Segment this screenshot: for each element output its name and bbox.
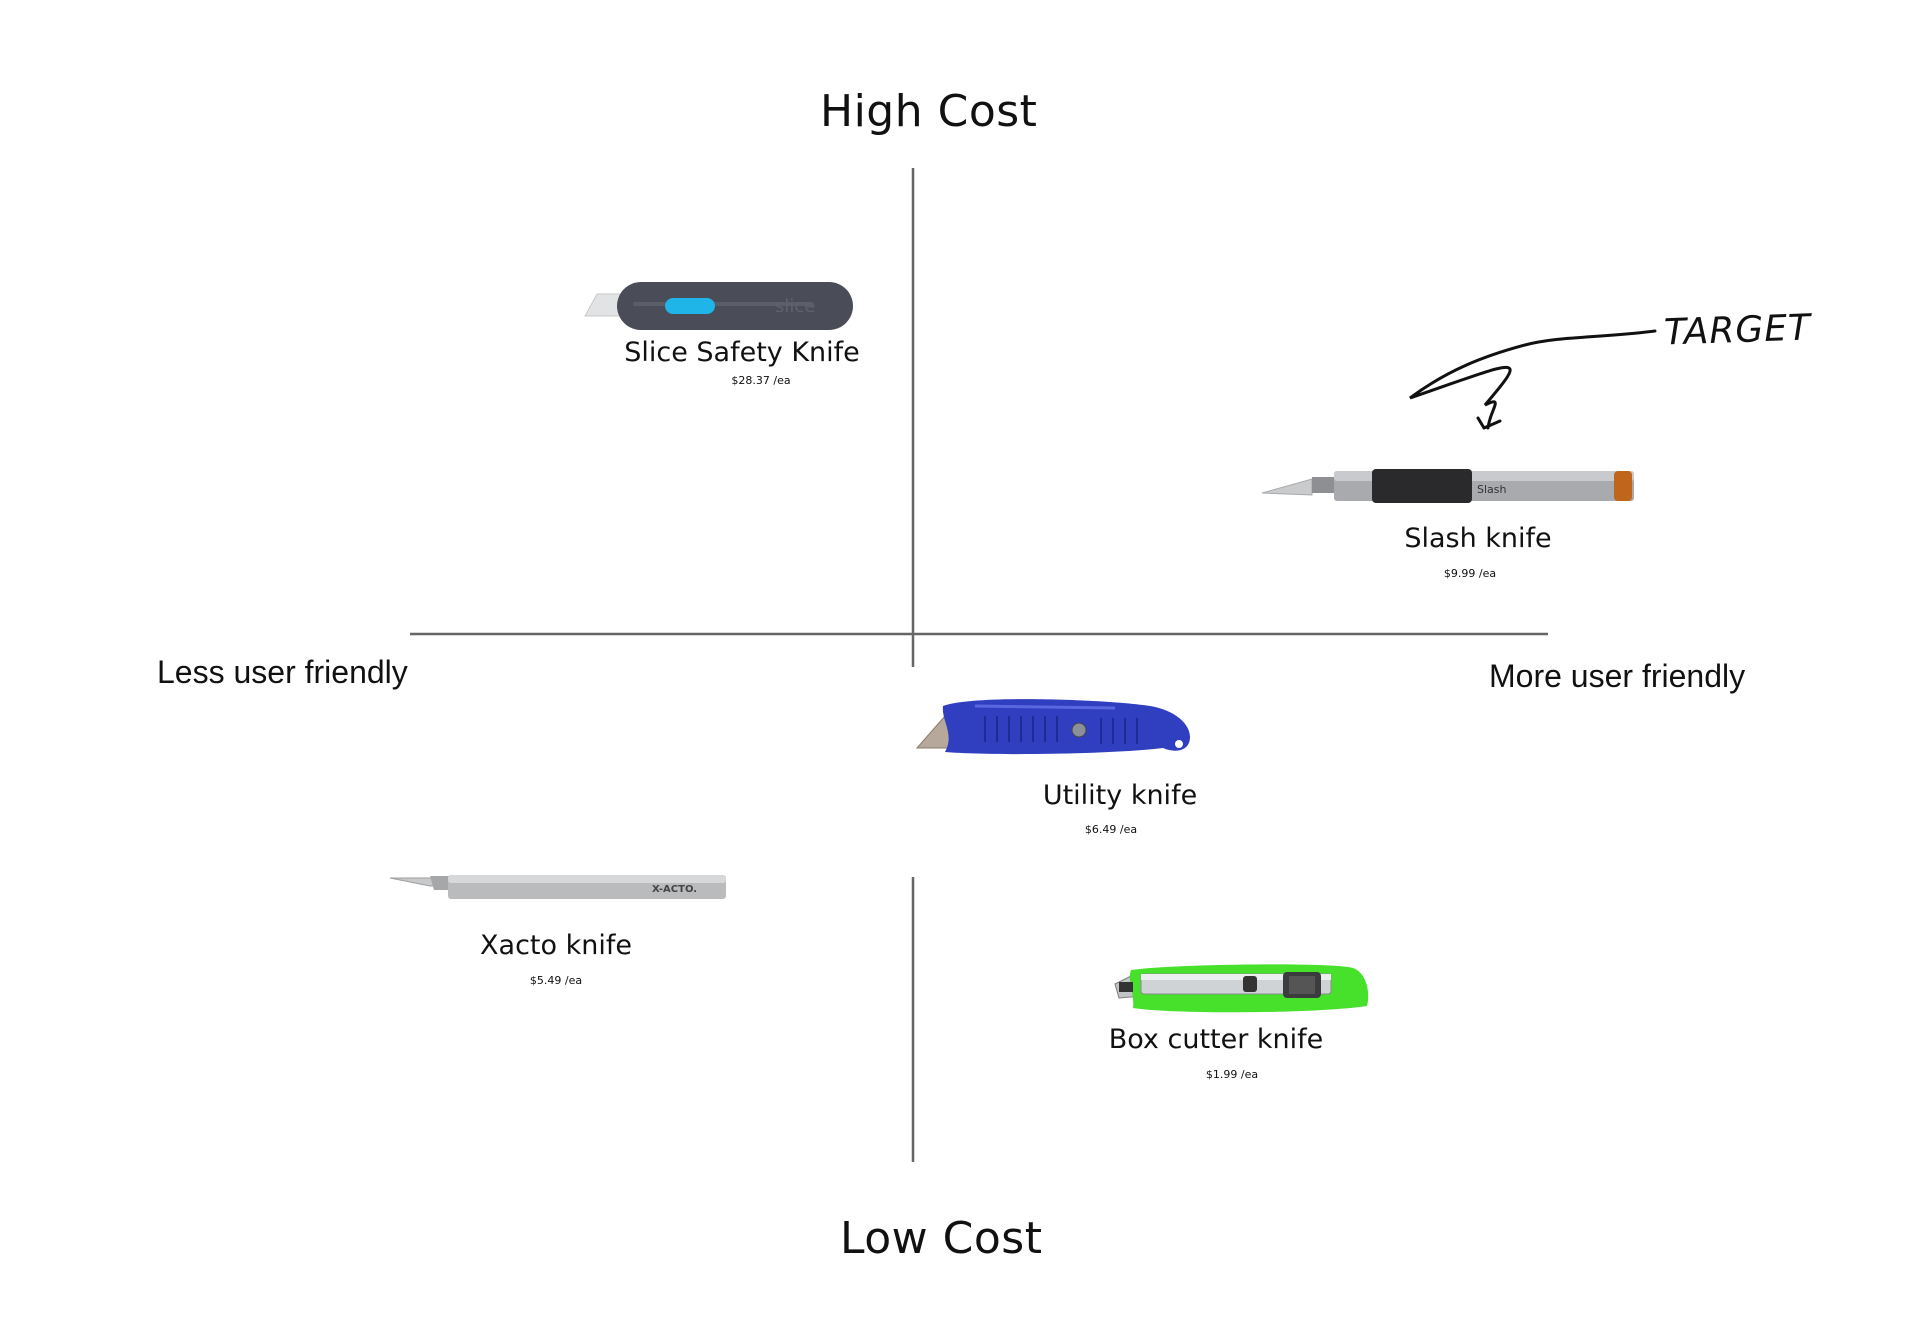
item-price-boxcutter: $1.99 /ea [1205,1068,1259,1081]
slash-brand-mark: Slash [1477,483,1507,496]
axis-label-left: Less user friendly [157,654,408,690]
slice-brand-mark: slice [775,296,815,317]
item-name-utility: Utility knife [1042,780,1198,811]
item-price-slash: $9.99 /ea [1443,567,1497,580]
item-price-xacto: $5.49 /ea [529,974,583,987]
slice-safety-knife-icon: slice [584,282,853,330]
box-cutter-knife-icon [1114,964,1369,1013]
xacto-knife-icon: X-ACTO. [389,875,726,899]
hand-drawn-arrow-icon [1409,329,1657,430]
item-name-slash: Slash knife [1404,523,1552,554]
utility-knife-icon [915,699,1190,755]
item-name-boxcutter: Box cutter knife [1108,1024,1324,1055]
item-price-slice: $28.37 /ea [731,374,791,387]
xacto-brand-mark: X-ACTO. [652,884,697,895]
target-annotation: TARGET [1663,307,1812,354]
item-price-utility: $6.49 /ea [1084,823,1138,836]
axis-title-top: High Cost [820,86,1038,137]
slash-knife-icon: Slash [1261,469,1634,503]
axis-label-right: More user friendly [1489,658,1746,694]
item-name-slice: Slice Safety Knife [624,337,860,368]
axis-title-bottom: Low Cost [840,1213,1043,1264]
item-name-xacto: Xacto knife [480,930,632,961]
